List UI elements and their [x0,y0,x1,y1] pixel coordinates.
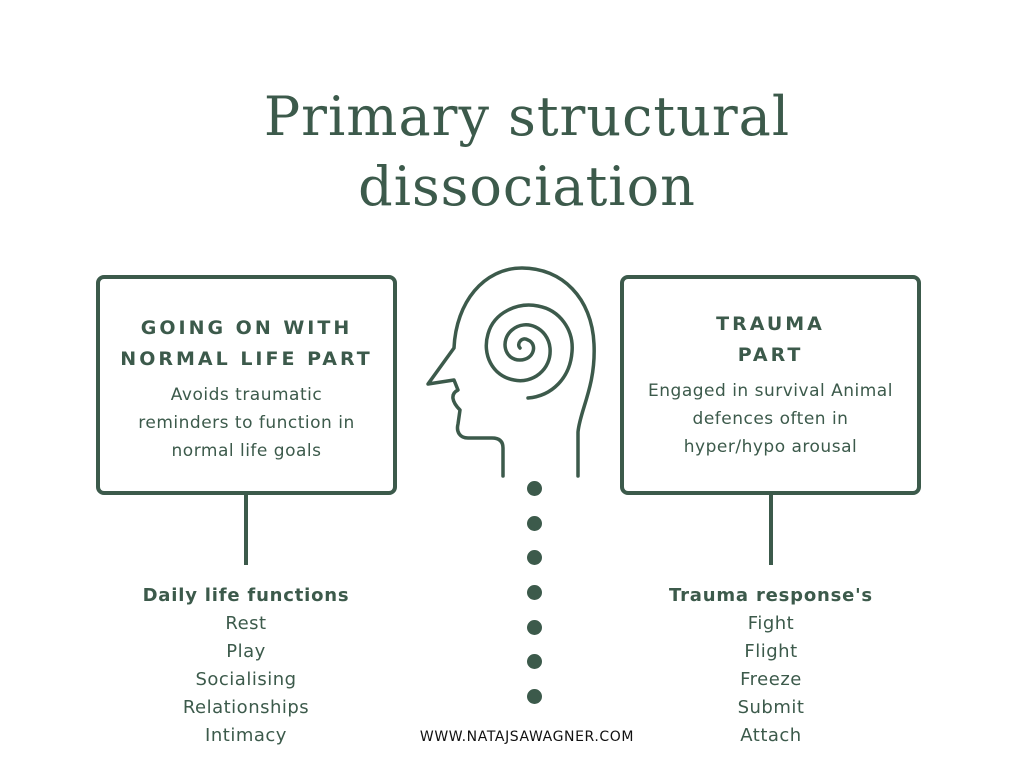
website-url: WWW.NATAJSAWAGNER.COM [419,729,635,745]
right-connector-line [769,495,773,565]
divider-dot [527,481,542,496]
list-item: Play [226,641,266,662]
trauma-part-heading: TRAUMA PART [624,309,917,371]
daily-life-functions-list: Daily life functions Rest Play Socialisi… [116,582,376,750]
divider-dot [527,654,542,669]
list-item: Attach [740,725,802,746]
list-item: Rest [225,613,267,634]
normal-life-part-box: GOING ON WITH NORMAL LIFE PART Avoids tr… [96,275,397,495]
heading-line: TRAUMA [716,313,825,335]
normal-life-part-heading: GOING ON WITH NORMAL LIFE PART [100,313,393,375]
heading-line: GOING ON WITH [140,317,353,339]
list-item: Submit [737,697,805,718]
description-line: hyper/hypo arousal [683,437,858,457]
trauma-part-box: TRAUMA PART Engaged in survival Animal d… [620,275,921,495]
divider-dot [527,689,542,704]
divider-dot [527,585,542,600]
divider-dot [527,516,542,531]
description-line: Avoids traumatic [170,385,323,405]
divider-dot [527,550,542,565]
title-line-2: dissociation [358,155,696,218]
list-title: Trauma response's [669,585,873,606]
divider-dot [527,620,542,635]
description-line: normal life goals [171,441,322,461]
trauma-responses-list: Trauma response's Fight Flight Freeze Su… [641,582,901,750]
page-title: Primary structural dissociation [212,82,842,222]
list-item: Fight [747,613,795,634]
normal-life-part-description: Avoids traumatic reminders to function i… [100,381,393,465]
heading-line: PART [737,344,804,366]
description-line: defences often in [692,409,849,429]
list-title: Daily life functions [142,585,350,606]
trauma-part-description: Engaged in survival Animal defences ofte… [624,377,917,461]
description-line: reminders to function in [138,413,355,433]
head-spiral-icon [426,266,596,478]
list-item: Freeze [740,669,802,690]
heading-line: NORMAL LIFE PART [120,348,373,370]
list-item: Flight [744,641,798,662]
list-item: Relationships [182,697,310,718]
list-item: Intimacy [205,725,287,746]
title-line-1: Primary structural [263,85,791,148]
left-connector-line [244,495,248,565]
list-item: Socialising [195,669,297,690]
description-line: Engaged in survival Animal [648,381,893,401]
